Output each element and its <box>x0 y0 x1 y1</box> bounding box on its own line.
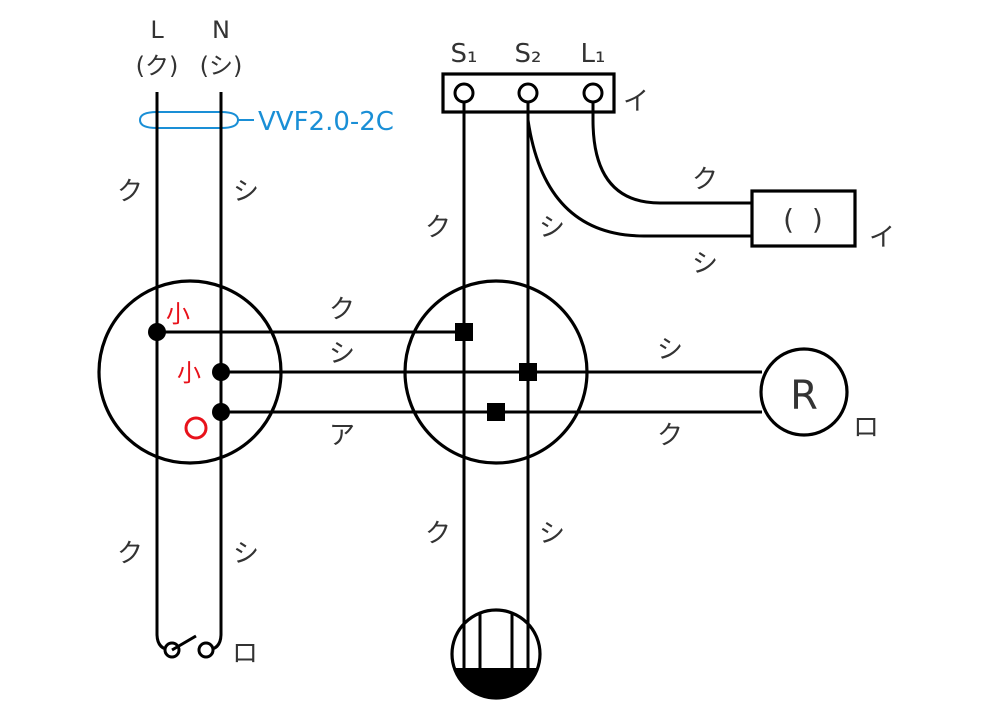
lamp-r-text: R <box>790 373 818 419</box>
wire-color-mid-lower-l: ク <box>425 519 451 549</box>
line-label: L <box>150 16 164 44</box>
terminal-l1 <box>582 82 604 104</box>
wire-color-h2-right: シ <box>657 335 683 365</box>
wire-color-lamp-box-lower: シ <box>692 249 718 279</box>
neutral-label: N <box>212 16 230 44</box>
curve-wire-s2 <box>526 102 752 238</box>
wire-color-h3-right: ク <box>657 421 683 451</box>
terminal-s1-label: S₁ <box>451 39 478 69</box>
curve-wire-l1 <box>591 102 752 205</box>
wire-color-lamp-box-upper: ク <box>692 165 718 195</box>
terminal-l1-label: L₁ <box>581 39 606 69</box>
middle-junction-box <box>403 279 589 465</box>
wire-color-mid-upper-n: シ <box>539 213 565 243</box>
joint-square-2 <box>519 363 537 381</box>
cable-spec-label: VVF2.0-2C <box>258 107 394 137</box>
sleeve-small-mark-1: 小 <box>166 300 190 328</box>
wire-color-left-upper-n: シ <box>233 177 259 207</box>
wire-color-mid-upper-l: ク <box>425 213 451 243</box>
wire-color-h3-left: ア <box>329 421 355 451</box>
lamp-r-mark: ロ <box>853 413 879 443</box>
wire-color-left-lower-l: ク <box>117 539 143 569</box>
wire-color-h2-left: シ <box>329 339 355 369</box>
sleeve-small-mark-2: 小 <box>177 359 201 387</box>
sleeve-circle-mark <box>184 416 208 440</box>
terminal-s2-label: S₂ <box>515 39 542 69</box>
wire-color-h1-left: ク <box>329 295 355 325</box>
wire-color-left-upper-l: ク <box>117 177 143 207</box>
lamp-box <box>750 189 857 248</box>
wire-color-mid-lower-n: シ <box>539 519 565 549</box>
switch <box>155 633 223 659</box>
line-color-label: (ク) <box>136 52 179 80</box>
neutral-color-label: (シ) <box>200 52 243 80</box>
lamp-box-text: ( ) <box>783 203 823 236</box>
wire-color-left-lower-n: シ <box>233 539 259 569</box>
lamp-r <box>759 347 849 437</box>
lamp-box-mark: イ <box>869 223 895 253</box>
outlet <box>450 608 542 700</box>
terminal-s2 <box>517 82 539 104</box>
joint-square-1 <box>455 323 473 341</box>
terminal-s1 <box>453 82 475 104</box>
switch-mark: ロ <box>232 639 258 669</box>
joint-square-3 <box>487 403 505 421</box>
terminal-block-mark: イ <box>623 87 649 117</box>
